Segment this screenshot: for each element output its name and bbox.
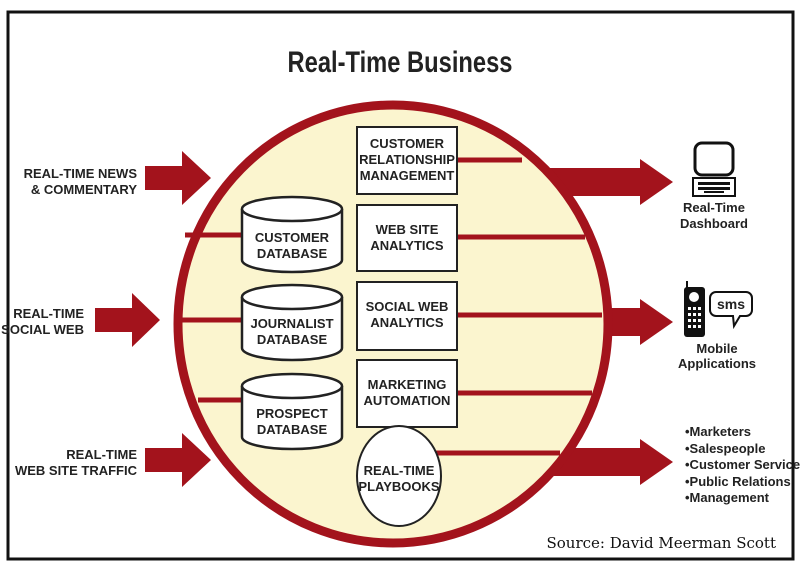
web-site-analytics-box: WEB SITE ANALYTICS bbox=[356, 204, 458, 272]
mobile-phone-icon bbox=[684, 281, 705, 337]
database-icon bbox=[240, 195, 344, 223]
svg-text:JOURNALIST: JOURNALIST bbox=[250, 316, 333, 331]
customer-database: CUSTOMER DATABASE bbox=[240, 195, 344, 274]
svg-text:DATABASE: DATABASE bbox=[257, 332, 328, 347]
audience-list: •Marketers •Salespeople •Customer Servic… bbox=[685, 424, 800, 505]
audience-item: •Salespeople bbox=[685, 441, 765, 456]
svg-text:CUSTOMER: CUSTOMER bbox=[370, 136, 445, 151]
input-label: REAL-TIME NEWS bbox=[24, 166, 138, 181]
input-label: REAL-TIME bbox=[13, 306, 84, 321]
output-arrow-people bbox=[548, 439, 673, 485]
source-credit: Source: David Meerman Scott bbox=[547, 534, 777, 552]
output-label: Dashboard bbox=[680, 216, 748, 231]
svg-text:SOCIAL WEB: SOCIAL WEB bbox=[366, 299, 449, 314]
svg-text:ANALYTICS: ANALYTICS bbox=[370, 315, 444, 330]
svg-text:DATABASE: DATABASE bbox=[257, 246, 328, 261]
input-arrow-social bbox=[95, 293, 160, 347]
journalist-database: JOURNALIST DATABASE bbox=[240, 283, 344, 362]
svg-text:MARKETING: MARKETING bbox=[368, 377, 447, 392]
output-label: Mobile bbox=[696, 341, 737, 356]
database-icon bbox=[240, 283, 344, 311]
svg-text:ANALYTICS: ANALYTICS bbox=[370, 238, 444, 253]
svg-text:PLAYBOOKS: PLAYBOOKS bbox=[358, 479, 439, 494]
marketing-automation-box: MARKETING AUTOMATION bbox=[356, 359, 458, 428]
database-icon bbox=[240, 372, 344, 400]
prospect-database: PROSPECT DATABASE bbox=[240, 372, 344, 451]
svg-text:CUSTOMER: CUSTOMER bbox=[255, 230, 330, 245]
svg-text:DATABASE: DATABASE bbox=[257, 422, 328, 437]
computer-icon bbox=[692, 141, 736, 197]
diagram-title: Real-Time Business bbox=[288, 46, 513, 79]
svg-text:WEB SITE: WEB SITE bbox=[376, 222, 439, 237]
input-arrow-news bbox=[145, 151, 211, 205]
input-label: SOCIAL WEB bbox=[1, 322, 84, 337]
input-label: WEB SITE TRAFFIC bbox=[15, 463, 138, 478]
output-label: Real-Time bbox=[683, 200, 745, 215]
playbooks-circle: REAL-TIME PLAYBOOKS bbox=[356, 425, 442, 527]
sms-bubble-icon: sms bbox=[709, 291, 753, 330]
svg-text:RELATIONSHIP: RELATIONSHIP bbox=[359, 152, 455, 167]
audience-item: •Marketers bbox=[685, 424, 751, 439]
audience-item: •Management bbox=[685, 490, 770, 505]
output-arrow-dashboard bbox=[545, 159, 673, 205]
audience-item: •Public Relations bbox=[685, 474, 791, 489]
input-label: & COMMENTARY bbox=[31, 182, 137, 197]
svg-text:PROSPECT: PROSPECT bbox=[256, 406, 328, 421]
social-web-analytics-box: SOCIAL WEB ANALYTICS bbox=[356, 281, 458, 351]
svg-text:AUTOMATION: AUTOMATION bbox=[364, 393, 451, 408]
output-label: Applications bbox=[678, 356, 756, 371]
svg-text:MANAGEMENT: MANAGEMENT bbox=[360, 168, 455, 183]
input-arrow-traffic bbox=[145, 433, 211, 487]
crm-box: CUSTOMER RELATIONSHIP MANAGEMENT bbox=[356, 126, 458, 195]
audience-item: •Customer Service bbox=[685, 457, 800, 472]
input-label: REAL-TIME bbox=[66, 447, 137, 462]
svg-text:sms: sms bbox=[717, 296, 745, 312]
svg-text:REAL-TIME: REAL-TIME bbox=[364, 463, 435, 478]
output-arrow-mobile bbox=[598, 299, 673, 345]
